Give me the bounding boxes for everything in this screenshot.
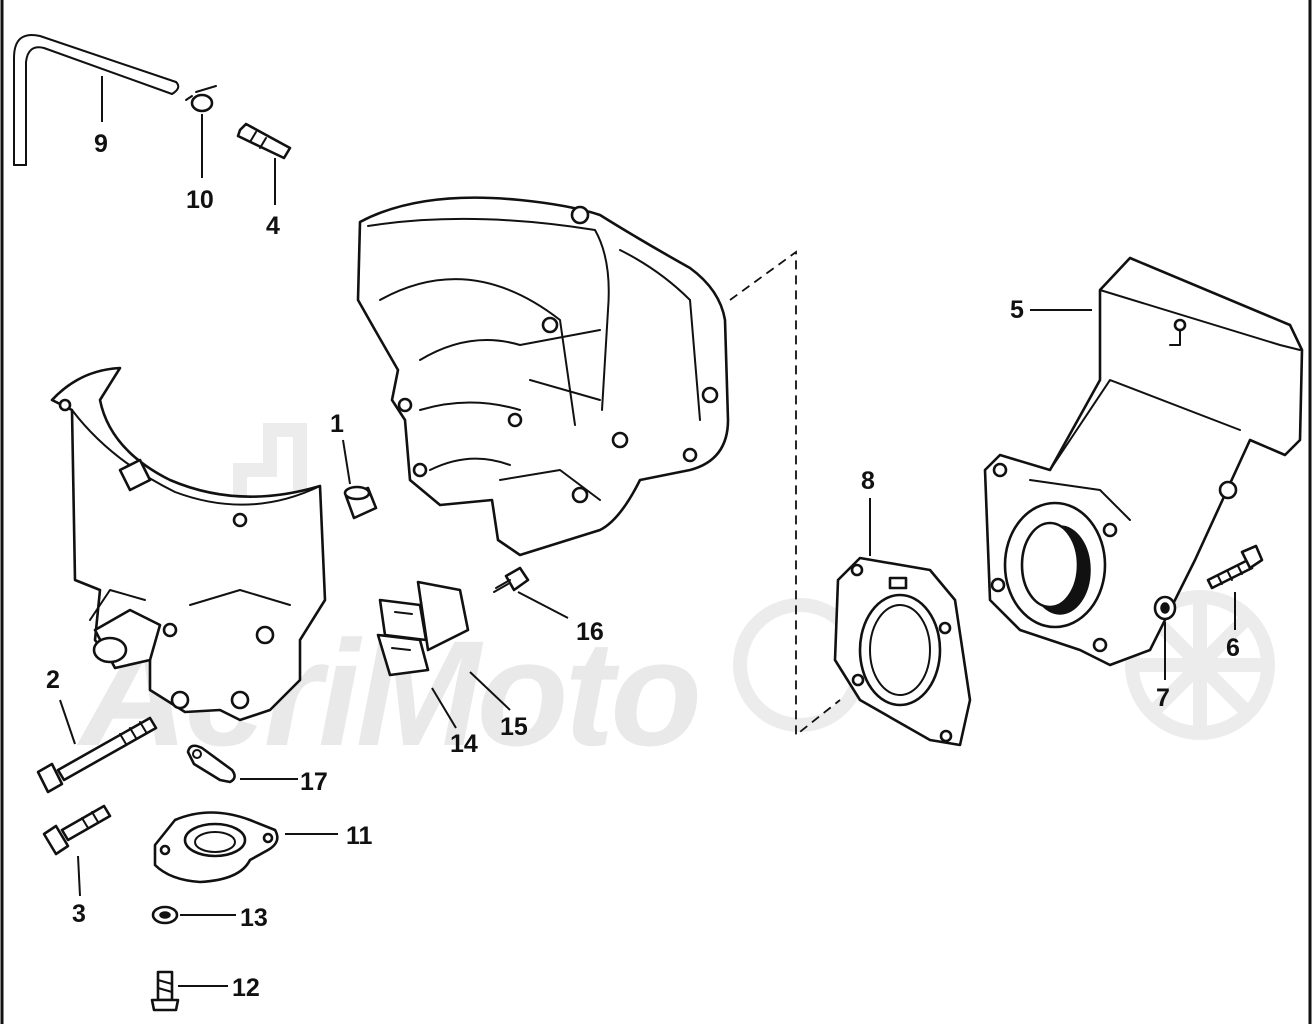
callout-15: 15 (500, 713, 528, 741)
part-1-bushing (343, 485, 378, 520)
part-17-lock-tab (186, 744, 236, 784)
callout-labels: 9 10 4 1 5 8 16 14 15 6 7 2 3 17 11 13 1… (46, 130, 1240, 1002)
crankcase-half-rear (356, 196, 730, 557)
callout-2: 2 (46, 666, 60, 694)
callout-14: 14 (450, 730, 478, 758)
callout-16: 16 (576, 618, 604, 646)
callout-10: 10 (186, 186, 214, 214)
part-4-dowel-pin (236, 122, 292, 160)
part-7-washer (1153, 595, 1177, 621)
part-8-gasket (833, 556, 972, 747)
part-10-clip (185, 85, 217, 113)
callout-3: 3 (72, 900, 86, 928)
callout-12: 12 (232, 974, 260, 1002)
crankcase-half-front (50, 366, 327, 722)
part-3-bolt (42, 804, 112, 856)
part-2-bolt (36, 716, 158, 794)
callout-13: 13 (240, 904, 268, 932)
callout-7: 7 (1156, 684, 1170, 712)
part-14-15-reed-plates (376, 580, 470, 677)
leader-lines (59, 76, 1236, 987)
part-5-housing (983, 256, 1304, 667)
callout-6: 6 (1226, 634, 1240, 662)
callout-8: 8 (861, 467, 875, 495)
callout-17: 17 (300, 768, 328, 796)
part-12-screw (150, 970, 180, 1012)
alignment-dashed-line (729, 250, 841, 737)
callout-9: 9 (94, 130, 108, 158)
callout-5: 5 (1010, 296, 1024, 324)
part-9-hose (13, 34, 180, 166)
callout-1: 1 (330, 410, 344, 438)
part-11-seal-housing (153, 811, 279, 884)
part-6-bolt (1206, 544, 1264, 590)
part-13-washer (151, 905, 179, 925)
callout-4: 4 (266, 212, 280, 240)
part-16-screw (493, 566, 530, 593)
callout-11: 11 (346, 822, 373, 850)
